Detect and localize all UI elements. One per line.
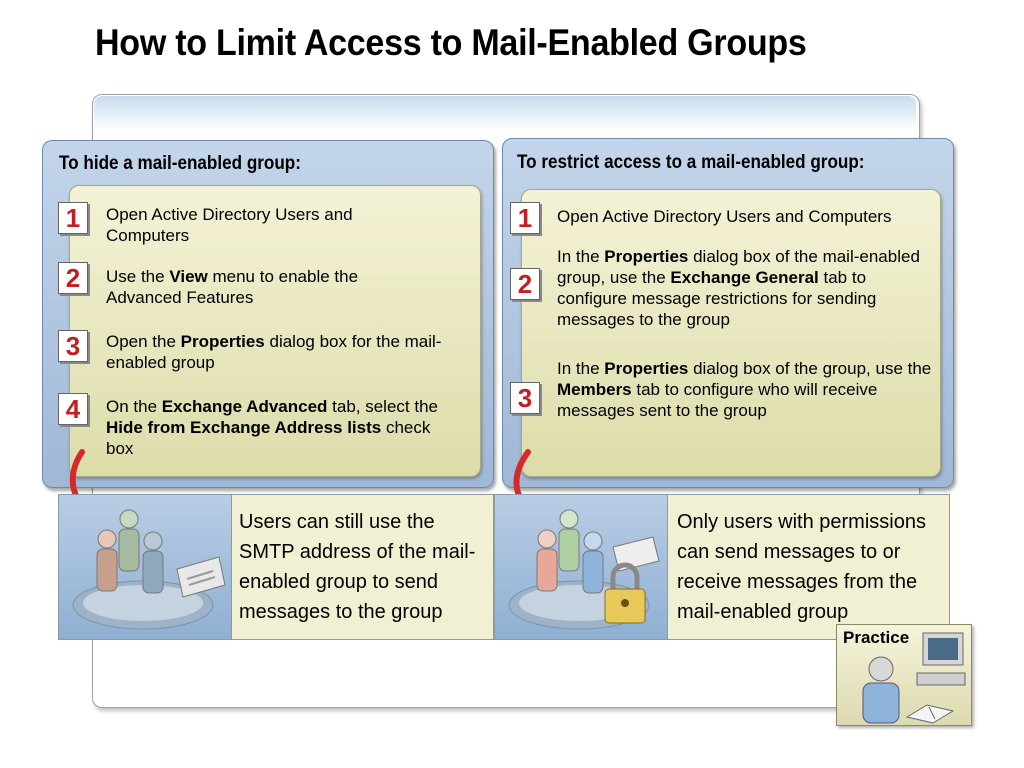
permissions-note-text: Only users with permissions can send mes… bbox=[677, 511, 926, 623]
step-fragment: tab, select the bbox=[327, 397, 438, 416]
step-text: In the Properties dialog box of the mail… bbox=[557, 246, 937, 330]
practice-badge[interactable]: Practice bbox=[836, 624, 972, 726]
step-fragment: dialog box of the group, use the bbox=[688, 359, 932, 378]
locked-group-illustration bbox=[495, 495, 668, 639]
step-fragment: In the bbox=[557, 247, 605, 266]
step-fragment: Open the bbox=[106, 332, 181, 351]
step-fragment: tab to configure message restrictions fo… bbox=[557, 268, 877, 329]
group-users-illustration bbox=[59, 495, 232, 639]
step-text: In the Properties dialog box of the grou… bbox=[557, 358, 937, 421]
step-emphasis: Properties bbox=[604, 247, 689, 266]
hide-group-steps-box bbox=[69, 185, 481, 477]
step-emphasis: Members bbox=[557, 380, 632, 399]
step-number-badge: 2 bbox=[510, 268, 540, 300]
step-emphasis: View bbox=[169, 267, 208, 286]
step-text: Open the Properties dialog box for the m… bbox=[106, 331, 446, 373]
step-emphasis: Properties bbox=[180, 332, 265, 351]
step-number-badge: 4 bbox=[58, 393, 88, 425]
smtp-note-text: Users can still use the SMTP address of … bbox=[239, 511, 476, 623]
step-number-badge: 3 bbox=[58, 330, 88, 362]
hide-group-panel: To hide a mail-enabled group: bbox=[42, 140, 494, 488]
step-number-badge: 1 bbox=[510, 202, 540, 234]
practice-label: Practice bbox=[843, 628, 910, 647]
step-emphasis: Exchange Advanced bbox=[161, 397, 328, 416]
step-text: Open Active Directory Users and Computer… bbox=[106, 204, 406, 246]
step-fragment: Open Active Directory Users and Computer… bbox=[557, 207, 892, 226]
step-emphasis: Hide from Exchange Address lists bbox=[106, 418, 382, 437]
step-fragment: menu to enable the Advanced Features bbox=[106, 267, 359, 307]
step-text: On the Exchange Advanced tab, select the… bbox=[106, 396, 456, 459]
restrict-access-heading: To restrict access to a mail-enabled gro… bbox=[517, 152, 865, 173]
step-text: Use the View menu to enable the Advanced… bbox=[106, 266, 406, 308]
restrict-access-steps-box bbox=[521, 189, 941, 477]
step-number-badge: 1 bbox=[58, 202, 88, 234]
step-fragment: In the bbox=[557, 359, 605, 378]
step-fragment: tab to configure who will receive messag… bbox=[557, 380, 878, 420]
frame-header-bar bbox=[94, 96, 916, 130]
permissions-note-box: Only users with permissions can send mes… bbox=[494, 494, 950, 640]
step-fragment: check box bbox=[106, 418, 431, 458]
step-fragment: Use the bbox=[106, 267, 170, 286]
step-fragment: dialog box for the mail-enabled group bbox=[106, 332, 442, 372]
users-lock-icon bbox=[508, 509, 660, 630]
step-fragment: On the bbox=[106, 397, 162, 416]
practice-workstation-icon bbox=[862, 632, 966, 724]
hide-group-heading: To hide a mail-enabled group: bbox=[59, 153, 301, 174]
step-text: Open Active Directory Users and Computer… bbox=[557, 206, 937, 227]
step-fragment: dialog box of the mail-enabled group, us… bbox=[557, 247, 920, 287]
step-number-badge: 3 bbox=[510, 382, 540, 414]
step-emphasis: Exchange General bbox=[670, 268, 819, 287]
users-envelope-icon bbox=[72, 509, 226, 630]
slide-title: How to Limit Access to Mail-Enabled Grou… bbox=[95, 22, 807, 63]
step-fragment: Open Active Directory Users and Computer… bbox=[106, 205, 353, 245]
step-number-badge: 2 bbox=[58, 262, 88, 294]
restrict-access-panel: To restrict access to a mail-enabled gro… bbox=[502, 138, 954, 488]
step-emphasis: Properties bbox=[604, 359, 689, 378]
smtp-note-box: Users can still use the SMTP address of … bbox=[58, 494, 494, 640]
